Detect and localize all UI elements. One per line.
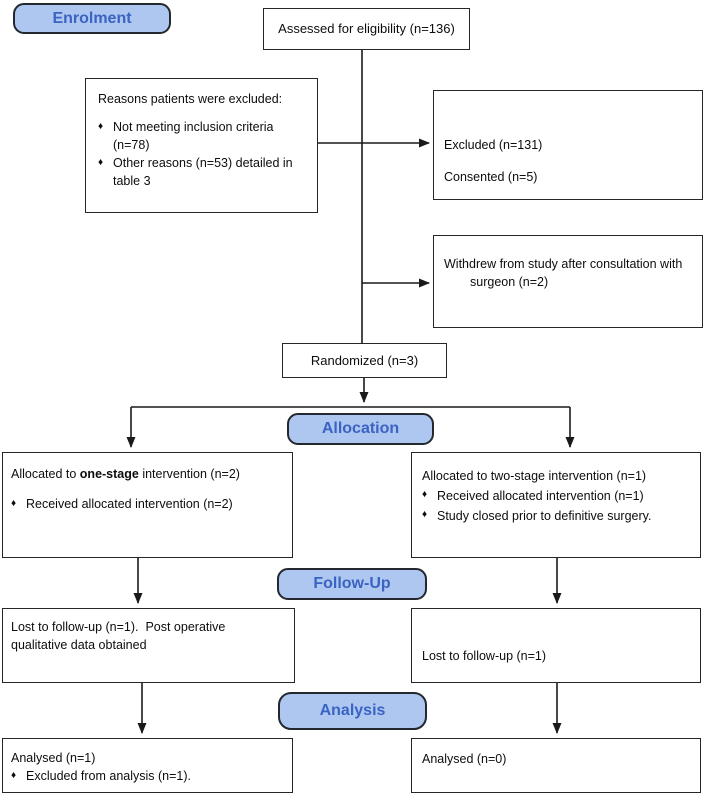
exclusion-reasons-box: Reasons patients were excluded: ♦ Not me… (85, 78, 318, 213)
withdrew-box: Withdrew from study after consultation w… (433, 235, 703, 328)
stage-label-allocation-text: Allocation (321, 420, 400, 437)
followup-left-box: Lost to follow-up (n=1). Post operative … (2, 608, 295, 683)
stage-label-followup-text: Follow-Up (313, 575, 391, 592)
analysis-left-title: Analysed (n=1) (11, 751, 96, 765)
excluded-consented-box: Excluded (n=131) Consented (n=5) (433, 90, 703, 200)
allocation-one-stage-item: ♦ Received allocated intervention (n=2) (11, 495, 284, 513)
exclusion-reason-item: ♦ Other reasons (n=53) detailed in table… (98, 154, 309, 190)
analysis-left-box: Analysed (n=1) ♦ Excluded from analysis … (2, 738, 293, 793)
allocation-one-stage-item-text: Received allocated intervention (n=2) (26, 497, 233, 511)
randomized-text: Randomized (n=3) (310, 352, 419, 368)
stage-label-followup: Follow-Up (277, 568, 427, 600)
allocation-two-stage-item: ♦ Study closed prior to definitive surge… (422, 506, 692, 526)
stage-label-allocation: Allocation (287, 413, 434, 445)
bullet-glyph: ♦ (422, 509, 428, 520)
withdrew-text-line1: Withdrew from study after consultation w… (444, 257, 683, 271)
exclusion-reasons-title: Reasons patients were excluded: (98, 92, 283, 106)
analysis-right-box: Analysed (n=0) (411, 738, 701, 793)
allocation-two-stage-title: Allocated to two-stage intervention (n=1… (422, 469, 647, 483)
bullet-glyph: ♦ (98, 121, 104, 132)
followup-left-text-line1: Lost to follow-up (n=1). Post operative (11, 620, 226, 634)
assessed-eligibility-text: Assessed for eligibility (n=136) (278, 21, 455, 36)
bullet-glyph: ♦ (11, 498, 17, 509)
followup-left-text-line2: qualitative data obtained (11, 638, 147, 652)
stage-label-analysis: Analysis (278, 692, 427, 730)
allocation-two-stage-item-text: Study closed prior to definitive surgery… (437, 509, 652, 523)
excluded-count-text: Excluded (n=131) (444, 138, 543, 152)
allocation-two-stage-item-text: Received allocated intervention (n=1) (437, 489, 644, 503)
withdrew-text-line2: surgeon (n=2) (470, 275, 549, 289)
allocation-one-stage-box: Allocated to one-stage intervention (n=2… (2, 452, 293, 558)
exclusion-reason-text: Not meeting inclusion criteria (n=78) (113, 120, 274, 152)
followup-right-box: Lost to follow-up (n=1) (411, 608, 701, 683)
followup-right-text: Lost to follow-up (n=1) (422, 649, 547, 663)
stage-label-enrolment: Enrolment (13, 3, 171, 34)
bullet-glyph: ♦ (98, 157, 104, 168)
allocation-two-stage-box: Allocated to two-stage intervention (n=1… (411, 452, 701, 558)
exclusion-reason-text: Other reasons (n=53) detailed in table 3 (113, 156, 293, 188)
randomized-box: Randomized (n=3) (282, 343, 447, 378)
analysis-right-text: Analysed (n=0) (422, 752, 507, 766)
assessed-eligibility-box: Assessed for eligibility (n=136) (263, 8, 470, 50)
analysis-left-item-text: Excluded from analysis (n=1). (26, 769, 192, 783)
exclusion-reason-item: ♦ Not meeting inclusion criteria (n=78) (98, 118, 309, 154)
consented-count-text: Consented (n=5) (444, 170, 538, 184)
stage-label-enrolment-text: Enrolment (52, 9, 132, 27)
allocation-two-stage-item: ♦ Received allocated intervention (n=1) (422, 486, 692, 506)
allocation-one-stage-title: Allocated to one-stage intervention (n=2… (11, 467, 240, 481)
stage-label-analysis-text: Analysis (319, 702, 386, 719)
bullet-glyph: ♦ (11, 770, 17, 781)
analysis-left-item: ♦ Excluded from analysis (n=1). (11, 767, 284, 785)
bullet-glyph: ♦ (422, 489, 428, 500)
